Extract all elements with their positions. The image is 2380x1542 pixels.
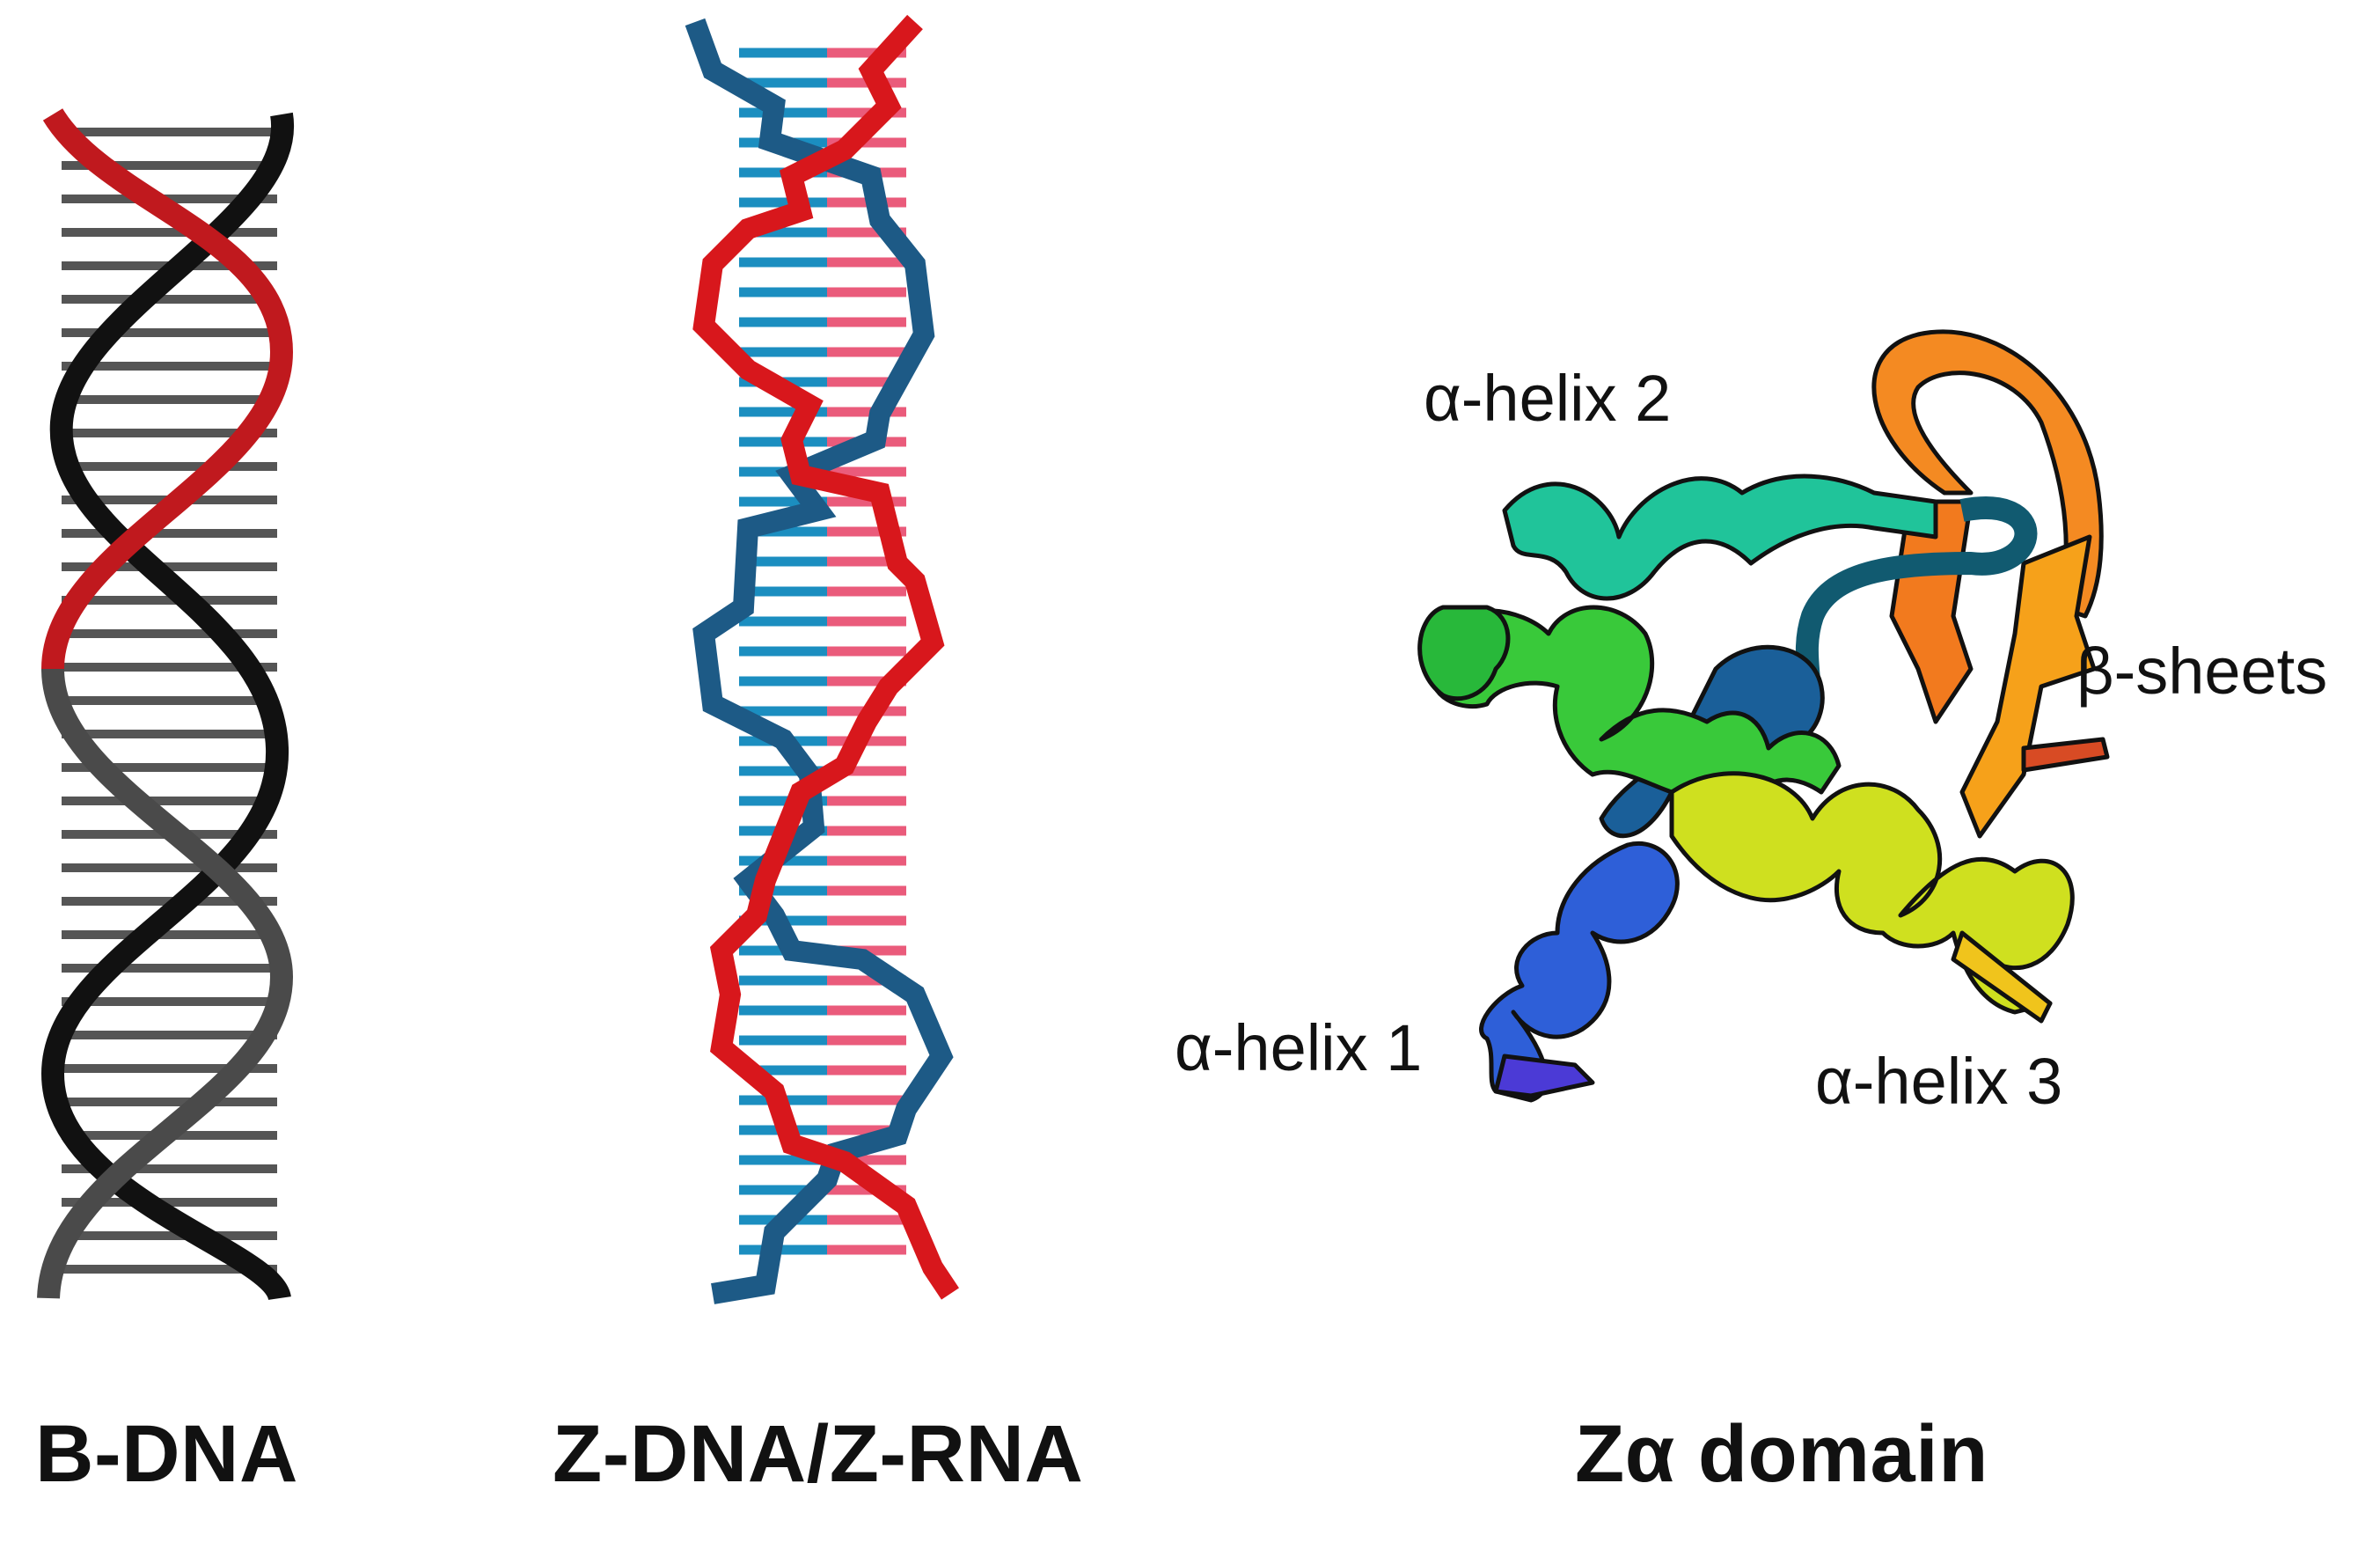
b-dna-helix-illustration	[37, 107, 295, 1303]
z-alpha-domain-caption: Zα domain	[1575, 1409, 1988, 1499]
z-dna-helix-illustration	[685, 14, 959, 1304]
b-dna-strand-grey	[37, 668, 294, 1299]
z-dna-strand-red	[692, 14, 959, 1300]
alpha-helix-3-tail	[1951, 930, 2053, 1024]
alpha-helix-2-ribbon	[1502, 474, 1938, 601]
c-terminal-tail	[2021, 737, 2110, 773]
alpha-helix-green-ribbon	[1430, 605, 1842, 804]
alpha-helix-1-label: α-helix 1	[1175, 1011, 1423, 1084]
alpha-helix-3-label: α-helix 3	[1815, 1045, 2063, 1118]
z-dna-strand-blue	[685, 18, 954, 1304]
z-dna-caption: Z-DNA/Z-RNA	[553, 1409, 1084, 1499]
b-dna-base-pairs	[62, 128, 277, 1274]
alpha-helix-2-label: α-helix 2	[1424, 362, 1672, 435]
b-dna-caption: B-DNA	[35, 1409, 298, 1499]
alpha-helix-1-tail	[1493, 1054, 1595, 1098]
alpha-helix-2-curl	[1417, 605, 1511, 701]
z-alpha-domain-structure	[1417, 329, 2110, 1103]
beta-strand-arrow	[1959, 534, 2097, 839]
beta-hairpin-loop	[1871, 329, 2104, 619]
b-dna-strand-red	[41, 107, 294, 670]
b-dna-strand-dark	[40, 112, 295, 1303]
beta-sheets-label: β-sheets	[2076, 635, 2328, 708]
